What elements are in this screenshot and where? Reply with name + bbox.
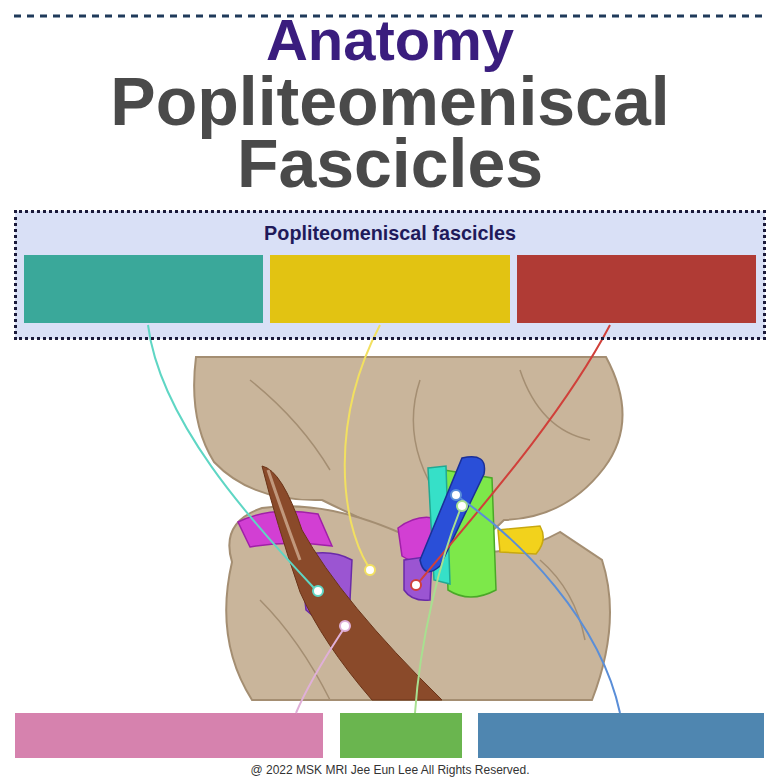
red-bar (517, 255, 756, 323)
green-leader (415, 510, 460, 713)
teal-dot (313, 586, 323, 596)
tendon-highlight (268, 470, 300, 560)
pink-dot (340, 621, 350, 631)
red-dot (411, 580, 421, 590)
yellow-leader (345, 325, 380, 566)
blue-bar (478, 713, 764, 758)
yellow-bar (270, 255, 510, 323)
yellow-dot (365, 565, 375, 575)
panel-ground (15, 211, 765, 339)
panel-heading: Popliteomeniscal fascicles (17, 213, 763, 246)
green-dot (457, 501, 467, 511)
leader-lines (148, 325, 620, 713)
blue-leader (460, 498, 620, 713)
panel-box: Popliteomeniscal fascicles (14, 210, 766, 340)
femur (194, 357, 622, 547)
subtitle: Popliteomeniscal Fascicles (40, 70, 740, 194)
blue-dot (451, 490, 461, 500)
pink-leader (296, 630, 343, 713)
title: Anatomy (0, 8, 780, 72)
teal-leader (148, 325, 314, 588)
copyright-caption: @ 2022 MSK MRI Jee Eun Lee All Rights Re… (0, 762, 780, 778)
pink-bar (15, 713, 323, 758)
leader-dots (313, 490, 467, 631)
teal-bar (24, 255, 263, 323)
popliteus-tendon (262, 466, 442, 700)
green-bar (340, 713, 462, 758)
